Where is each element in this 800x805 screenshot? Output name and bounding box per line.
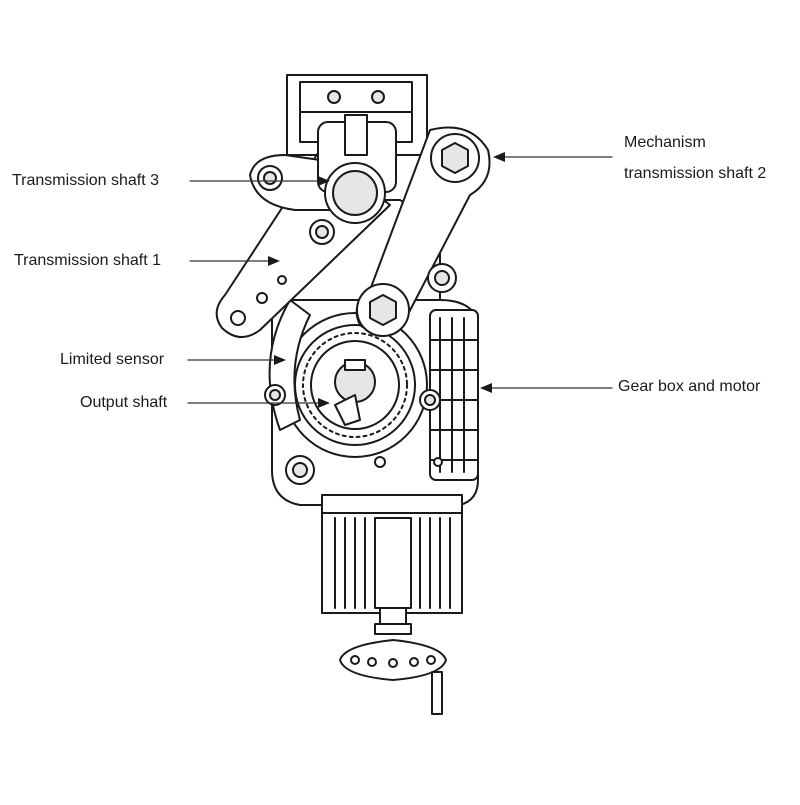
motor xyxy=(321,494,463,625)
leader-lines xyxy=(187,152,613,408)
label-gear-box-and-motor: Gear box and motor xyxy=(618,378,761,395)
label-output-shaft: Output shaft xyxy=(80,394,168,411)
arrow-output-shaft xyxy=(318,398,330,408)
arrow-transmission-shaft-1 xyxy=(268,256,280,266)
label-mechanism-line1: Mechanism xyxy=(624,134,706,151)
label-transmission-shaft-3: Transmission shaft 3 xyxy=(12,172,160,189)
transmission-shaft-3 xyxy=(249,114,397,224)
label-limited-sensor: Limited sensor xyxy=(60,351,165,368)
arrow-gear-box xyxy=(480,383,492,393)
label-mechanism-line2: transmission shaft 2 xyxy=(624,165,767,182)
arrow-limited-sensor xyxy=(274,355,286,365)
arrow-mechanism-shaft-2 xyxy=(493,152,505,162)
transmission-shaft-2-link xyxy=(355,126,491,337)
bottom-knob xyxy=(339,623,447,715)
mounting-bosses xyxy=(285,263,457,485)
arrow-transmission-shaft-3 xyxy=(318,176,330,186)
output-gear-assembly xyxy=(282,312,428,458)
label-transmission-shaft-1: Transmission shaft 1 xyxy=(14,252,162,269)
limited-sensor xyxy=(264,299,311,431)
